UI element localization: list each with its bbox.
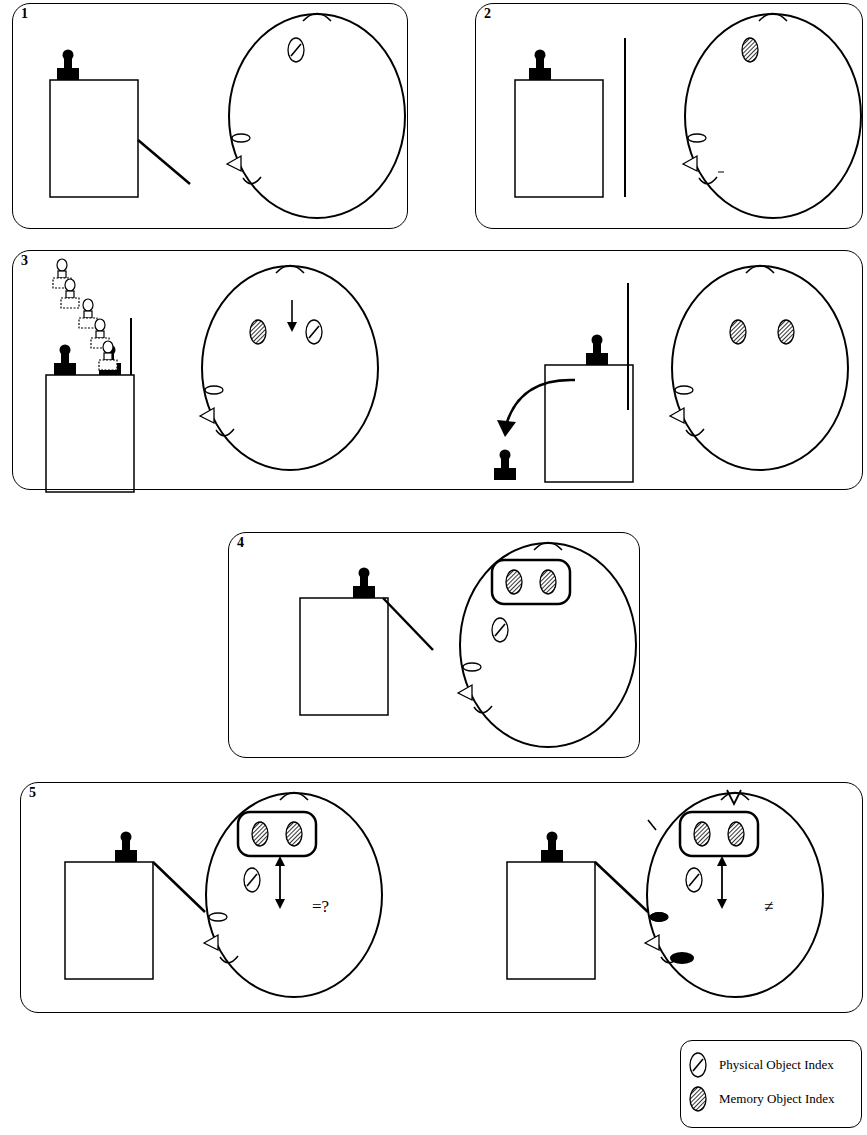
panel-number: 1 [21,7,28,21]
panel-box: 5 [20,782,863,1013]
panel-number: 3 [21,254,28,268]
legend-item: Memory Object Index [687,1085,855,1113]
legend-swatch [687,1085,709,1113]
panel-box: 1 [12,3,408,229]
panel-number: 4 [237,536,244,550]
comparison-label: ≠ [764,898,773,915]
legend-swatch [687,1051,709,1079]
legend-text: Memory Object Index [719,1091,835,1107]
legend-item: Physical Object Index [687,1051,855,1079]
legend-text: Physical Object Index [719,1057,834,1073]
panel-box: 4 [228,532,640,758]
legend-box: Physical Object IndexMemory Object Index [680,1040,862,1128]
comparison-label: =? [312,898,329,915]
panel-number: 5 [29,786,36,800]
panel-number: 2 [484,7,491,21]
panel-box: 2 [475,3,863,229]
panel-box: 3 [12,250,863,490]
